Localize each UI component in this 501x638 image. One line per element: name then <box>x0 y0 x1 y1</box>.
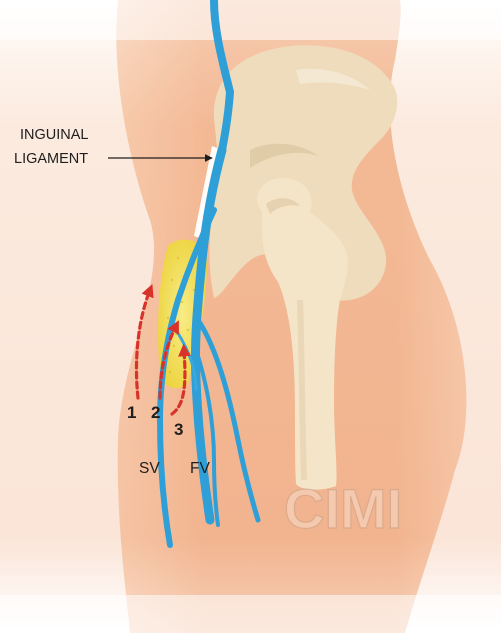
watermark-logo: CIMI <box>284 477 402 540</box>
watermark-text: CIMI <box>284 477 402 540</box>
label-ligament: LIGAMENT <box>14 151 88 167</box>
label-inguinal: INGUINAL <box>20 127 89 143</box>
label-arrow-3: 3 <box>174 420 183 439</box>
label-sv: SV <box>139 460 160 477</box>
label-fv: FV <box>190 460 210 477</box>
label-arrow-2: 2 <box>151 403 160 422</box>
label-arrow-1: 1 <box>127 403 136 422</box>
